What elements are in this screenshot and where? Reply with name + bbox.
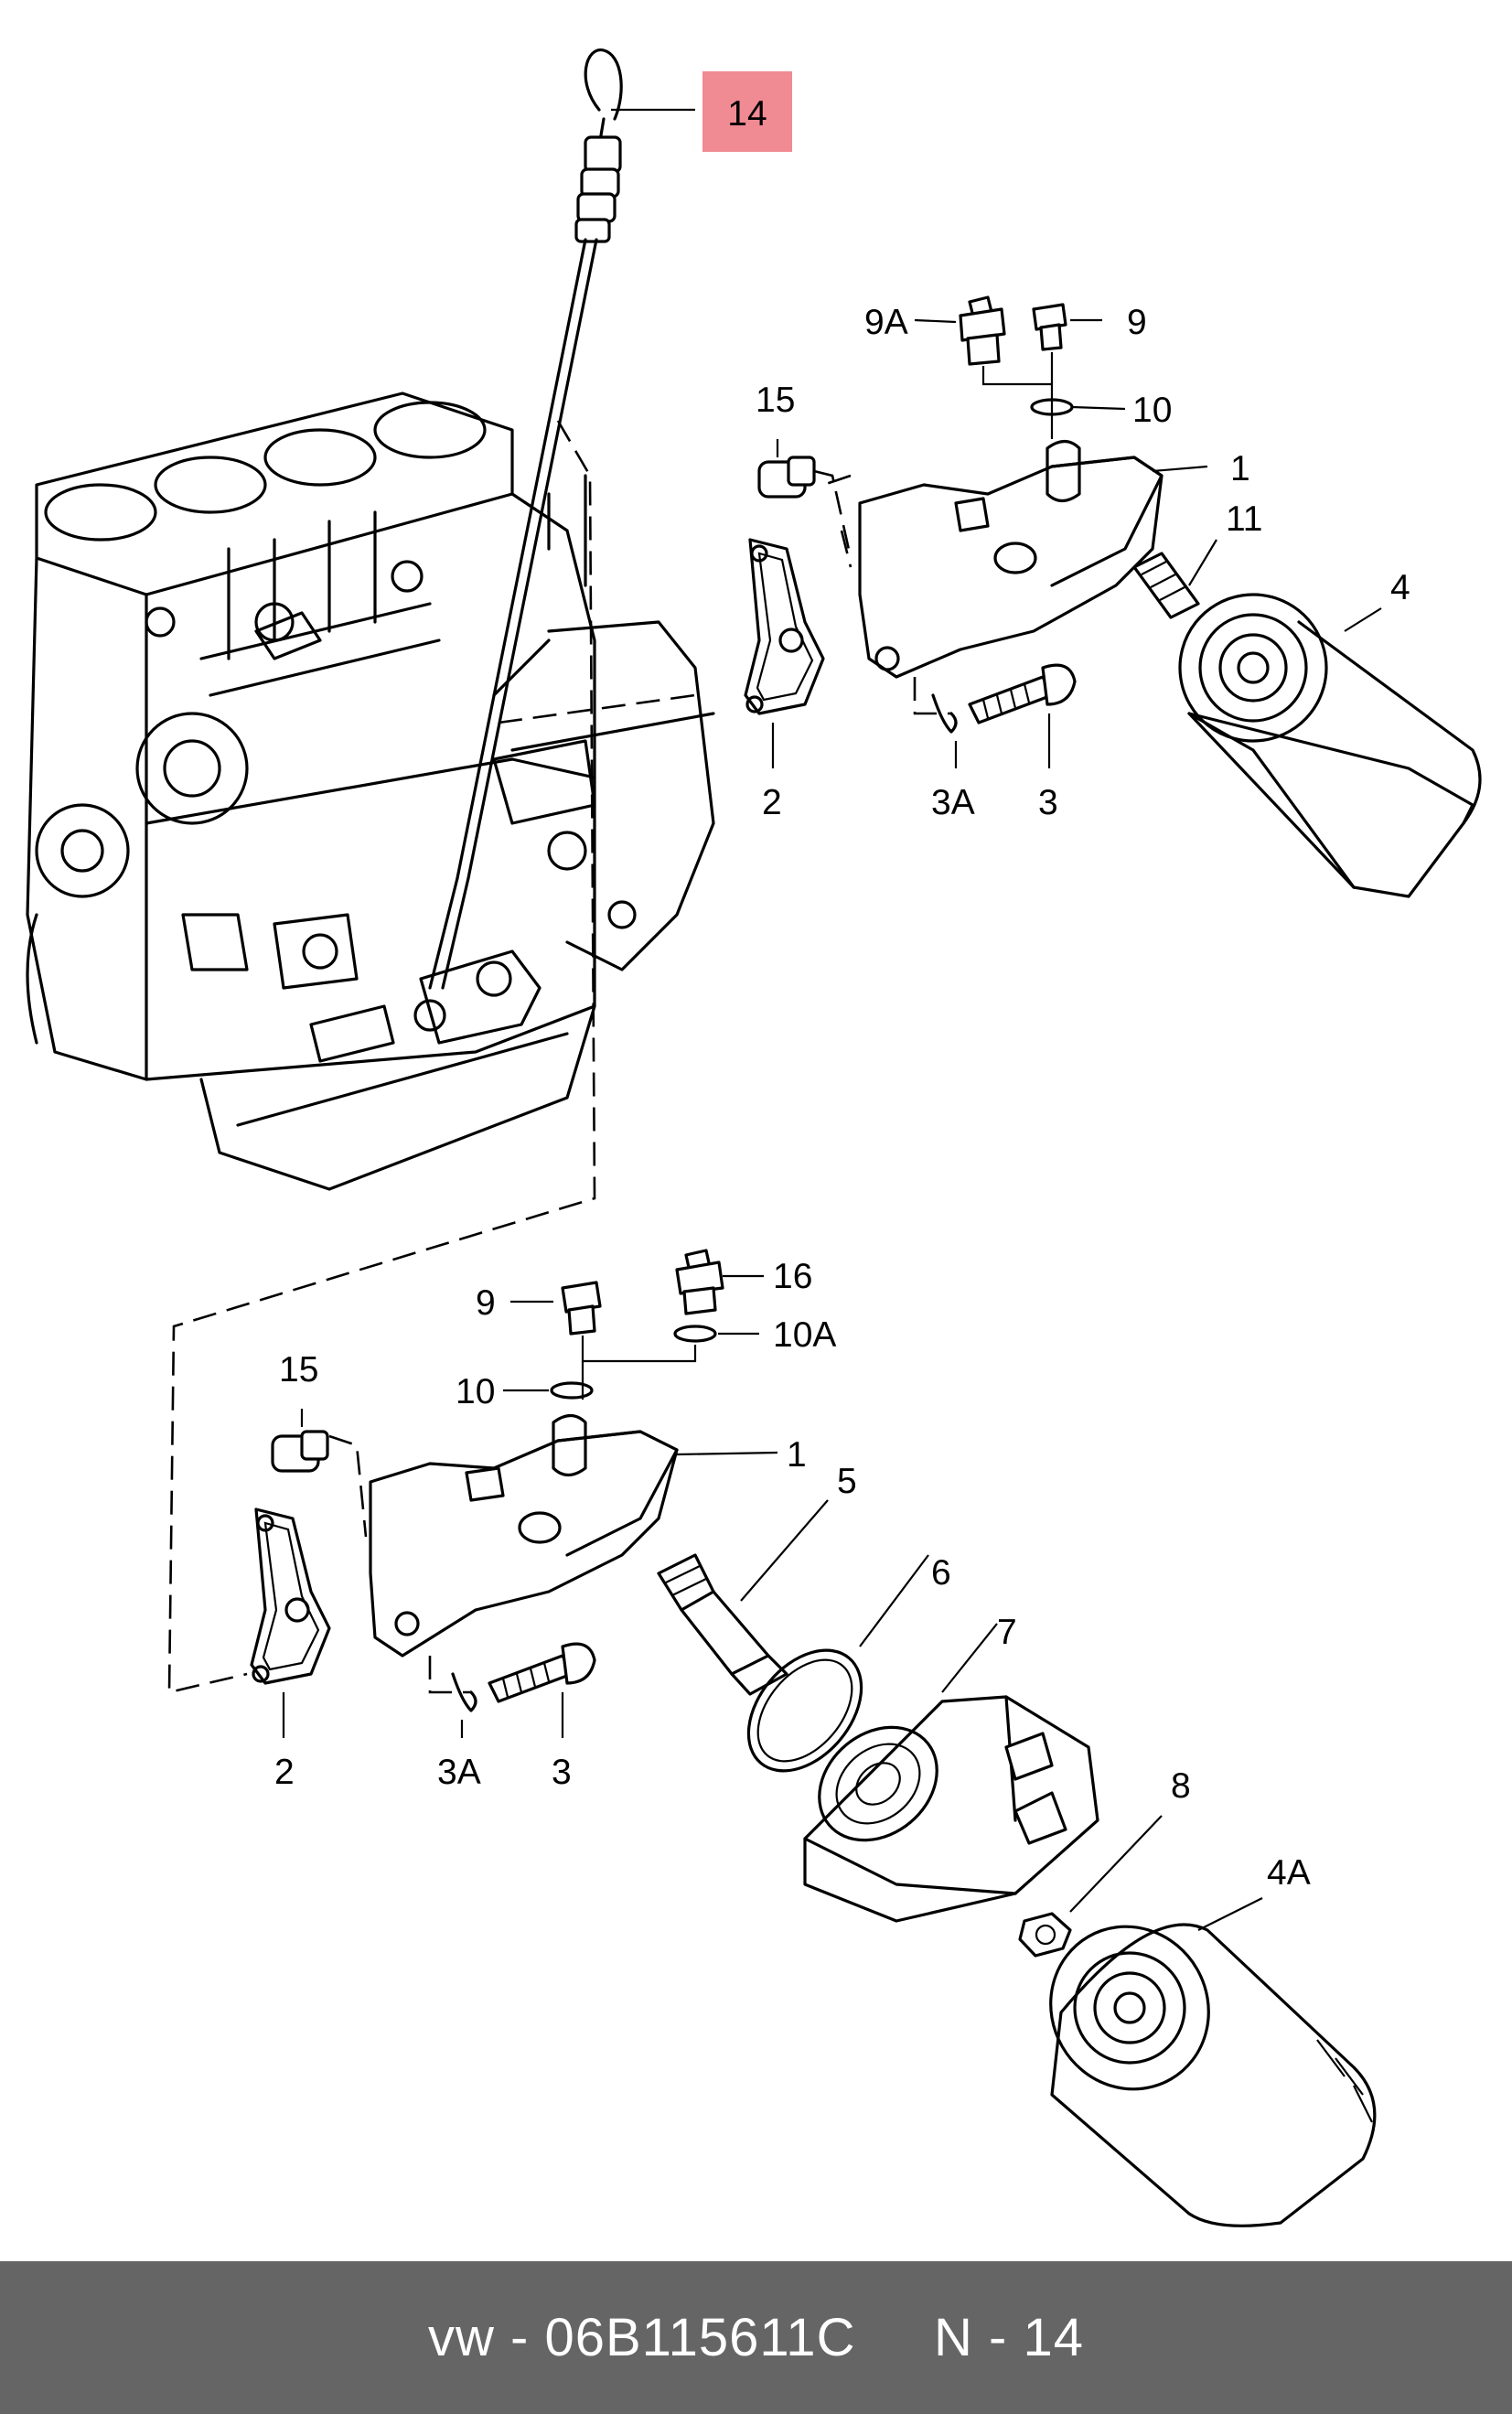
footer-part-number: 06B115611C <box>544 2308 856 2367</box>
footer-separator: - <box>494 2308 545 2367</box>
plug-top <box>757 456 853 559</box>
connector-lines <box>167 420 696 1694</box>
callout-8: 8 <box>1171 1766 1191 1806</box>
callout-9-top: 9 <box>1127 303 1147 342</box>
footer-position: N - 14 <box>934 2308 1084 2367</box>
callout-10-bottom: 10 <box>456 1372 495 1411</box>
callout-15-top: 15 <box>756 381 795 420</box>
stud-top <box>1132 552 1200 619</box>
oil-cooler <box>803 1695 1099 1923</box>
footer-bar: vw - 06B115611C N - 14 <box>0 2261 1512 2414</box>
callout-3a-top: 3A <box>931 783 975 822</box>
leaders-top <box>771 318 1382 768</box>
callout-1-top: 1 <box>1230 449 1250 488</box>
callout-4a: 4A <box>1267 1853 1311 1893</box>
leaders-bottom <box>282 1274 1263 1931</box>
gasket-top <box>744 538 825 715</box>
hollow-bolt <box>657 1553 788 1696</box>
screws-bottom <box>550 1249 724 1400</box>
callout-10a: 10A <box>773 1315 836 1355</box>
bolt-bottom <box>428 1642 596 1712</box>
engine-block <box>26 392 715 1191</box>
o-ring <box>746 1648 863 1773</box>
oil-filter-bottom <box>1049 1923 1377 2227</box>
exploded-parts-diagram: 14 <box>26 48 1482 2227</box>
callout-15-bottom: 15 <box>279 1350 318 1389</box>
callout-labels: 9A 9 10 15 1 11 4 2 3A 3 16 9 10A 10 15 … <box>274 303 1410 1893</box>
callout-11: 11 <box>1226 499 1263 539</box>
gasket-bottom <box>250 1507 331 1685</box>
dipstick <box>428 48 695 990</box>
bracket-bottom <box>328 1413 679 1658</box>
callout-10-top: 10 <box>1132 391 1172 430</box>
nut <box>1018 1912 1072 1958</box>
callout-9-bottom: 9 <box>476 1283 496 1323</box>
callout-16: 16 <box>773 1257 812 1296</box>
callout-2-bottom: 2 <box>274 1753 295 1792</box>
callout-5: 5 <box>837 1462 857 1501</box>
callout-4: 4 <box>1390 568 1410 607</box>
oil-filter-top <box>1178 593 1482 898</box>
screws-top <box>959 295 1074 439</box>
highlight-box-14: 14 <box>702 71 792 152</box>
callout-1-bottom: 1 <box>787 1435 807 1475</box>
bolt-top <box>968 663 1077 724</box>
footer-gap <box>855 2307 934 2368</box>
callout-7: 7 <box>997 1613 1017 1652</box>
callout-3-bottom: 3 <box>552 1753 572 1792</box>
callout-3a-bottom: 3A <box>437 1753 481 1792</box>
callout-6: 6 <box>931 1553 951 1593</box>
callout-3-top: 3 <box>1038 783 1058 822</box>
clip-top <box>913 677 958 734</box>
callout-9a-top: 9A <box>864 303 908 342</box>
callout-14: 14 <box>727 94 767 134</box>
callout-2-top: 2 <box>762 783 782 822</box>
plug-bottom <box>271 1430 329 1473</box>
bracket-top <box>822 439 1163 679</box>
footer-brand: vw <box>428 2308 495 2367</box>
